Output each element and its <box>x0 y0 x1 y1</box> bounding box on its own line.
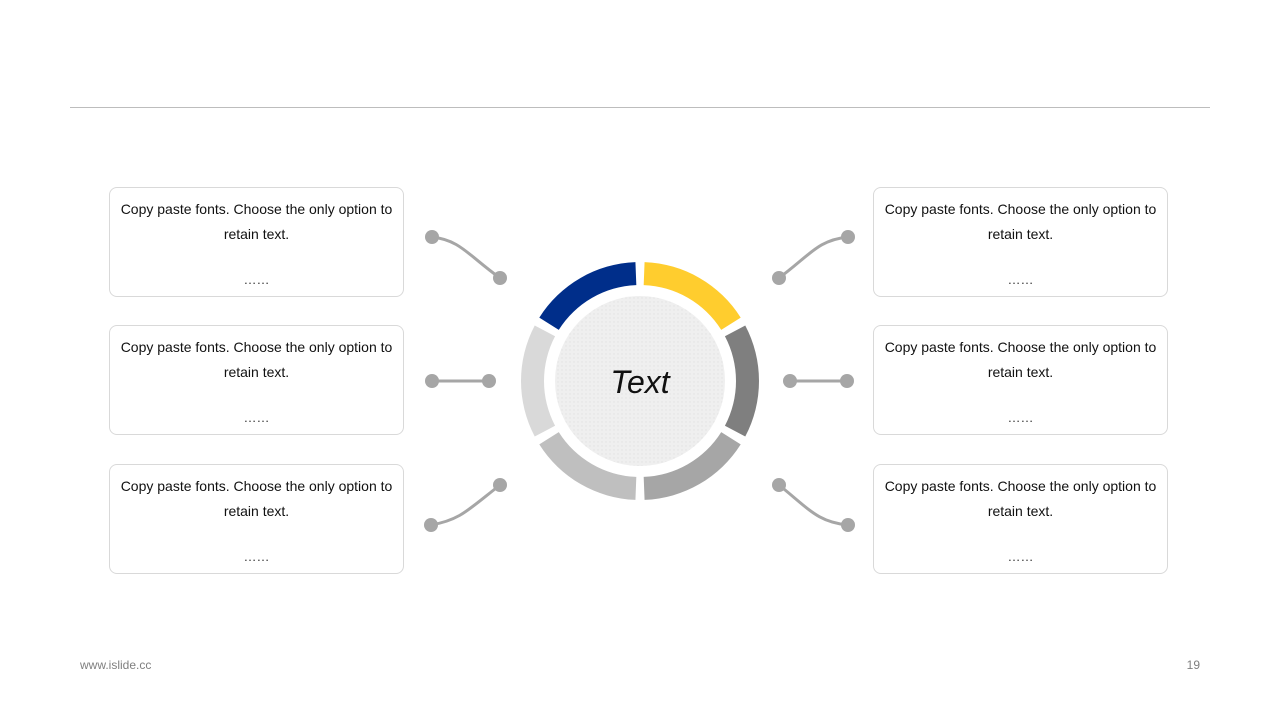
text-box-left-top: Copy paste fonts. Choose the only option… <box>109 187 404 297</box>
ring-segment-top-left <box>539 262 637 330</box>
ring-segment-top-right <box>643 262 741 330</box>
connector-dot <box>424 518 438 532</box>
center-label: Text <box>610 364 670 400</box>
text-box-left-middle: Copy paste fonts. Choose the only option… <box>109 325 404 435</box>
text-box-ellipsis: …… <box>243 410 270 425</box>
text-box-right-middle: Copy paste fonts. Choose the only option… <box>873 325 1168 435</box>
connector-left-top <box>425 230 507 285</box>
connector-dot <box>841 518 855 532</box>
connector-left-bottom <box>424 478 507 532</box>
connector-right-top <box>772 230 855 285</box>
ring <box>521 262 759 500</box>
connector-dot <box>493 271 507 285</box>
connector-dot <box>493 478 507 492</box>
text-box-body: Copy paste fonts. Choose the only option… <box>120 201 393 242</box>
text-box-right-top: Copy paste fonts. Choose the only option… <box>873 187 1168 297</box>
text-box-ellipsis: …… <box>243 549 270 564</box>
text-box-left-bottom: Copy paste fonts. Choose the only option… <box>109 464 404 574</box>
connector-line <box>778 483 849 527</box>
connector-right-bottom <box>772 478 855 532</box>
ring-segment-left <box>521 325 556 437</box>
connector-dot <box>841 230 855 244</box>
text-box-ellipsis: …… <box>1007 410 1034 425</box>
connector-dot <box>425 374 439 388</box>
connector-line <box>431 235 501 280</box>
connector-dot <box>772 271 786 285</box>
text-box-ellipsis: …… <box>1007 549 1034 564</box>
text-box-body: Copy paste fonts. Choose the only option… <box>884 201 1157 242</box>
text-box-ellipsis: …… <box>1007 272 1034 287</box>
text-box-right-bottom: Copy paste fonts. Choose the only option… <box>873 464 1168 574</box>
connector-right-middle <box>783 374 854 388</box>
footer-url: www.islide.cc <box>80 658 152 672</box>
text-box-ellipsis: …… <box>243 272 270 287</box>
connector-dot <box>425 230 439 244</box>
connector-dot <box>840 374 854 388</box>
center-disc <box>555 296 725 466</box>
ring-segment-right <box>724 325 759 437</box>
top-divider <box>70 107 1210 108</box>
connector-line <box>778 235 849 280</box>
connector-dot <box>482 374 496 388</box>
connectors <box>424 230 855 532</box>
text-box-body: Copy paste fonts. Choose the only option… <box>120 478 393 519</box>
ring-segment-bottom-right <box>643 432 741 500</box>
text-box-body: Copy paste fonts. Choose the only option… <box>120 339 393 380</box>
page-number: 19 <box>1186 658 1200 672</box>
text-box-body: Copy paste fonts. Choose the only option… <box>884 478 1157 519</box>
ring-segment-bottom-left <box>539 432 637 500</box>
connector-left-middle <box>425 374 496 388</box>
connector-line <box>430 483 501 527</box>
connector-dot <box>772 478 786 492</box>
text-box-body: Copy paste fonts. Choose the only option… <box>884 339 1157 380</box>
connector-dot <box>783 374 797 388</box>
